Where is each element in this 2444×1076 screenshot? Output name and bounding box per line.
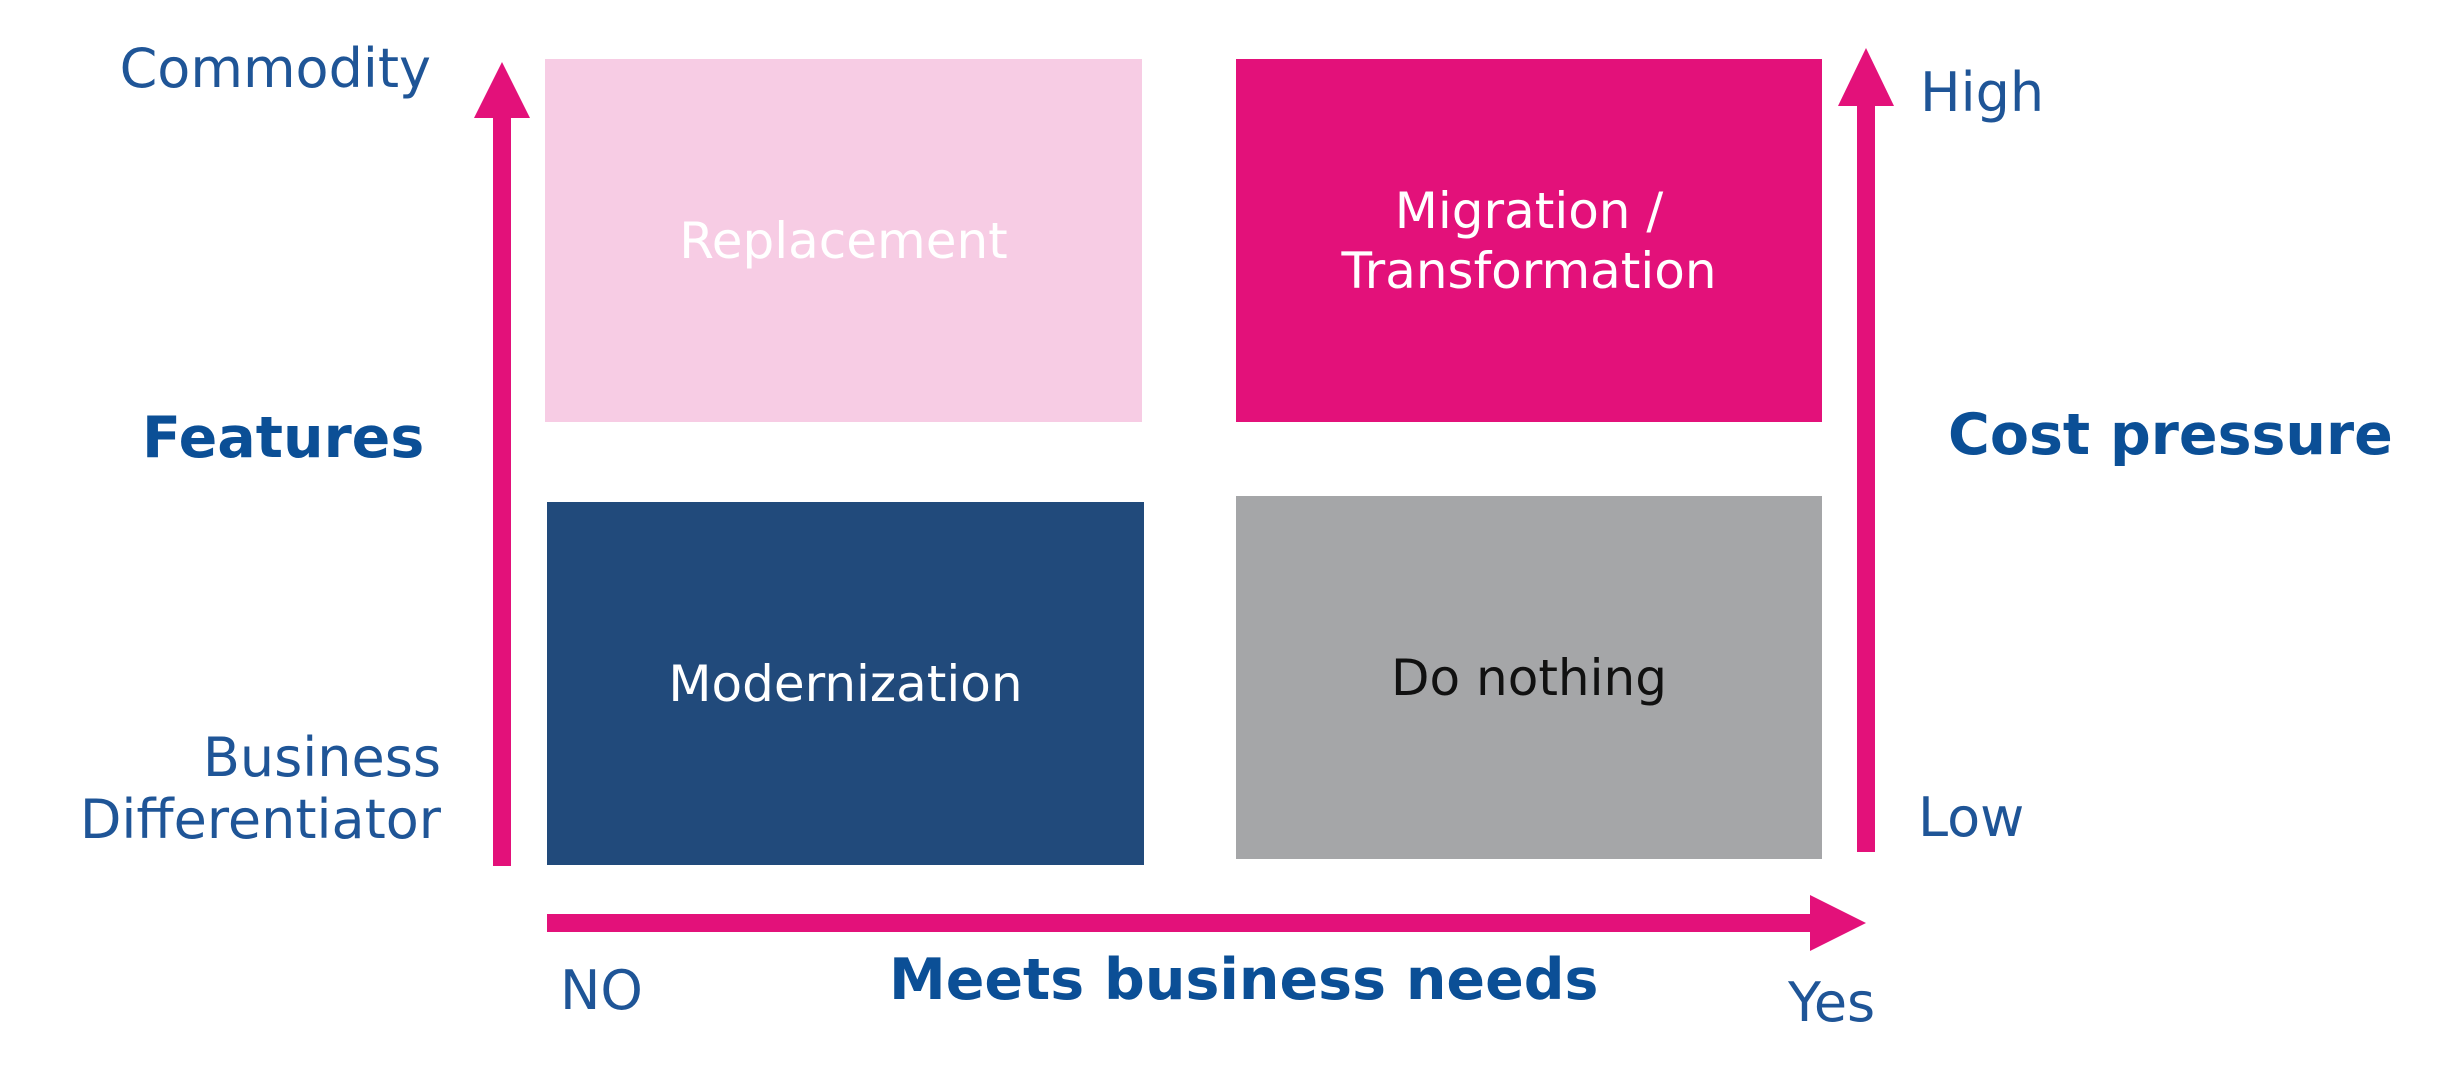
bottom-axis-title: Meets business needs [889, 947, 1599, 1013]
right-axis-title: Cost pressure [1948, 402, 2393, 468]
quadrant-migration-transformation: Migration / Transformation [1236, 59, 1822, 422]
right-vertical-arrow [1838, 48, 1894, 852]
left-axis-top-label: Commodity [119, 37, 431, 100]
horizontal-arrow [547, 895, 1866, 951]
quadrant-do-nothing-label: Do nothing [1391, 648, 1667, 707]
right-axis-bottom-label: Low [1918, 786, 2025, 849]
left-axis-bottom-label: Business Differentiator [79, 726, 441, 852]
quadrant-do-nothing: Do nothing [1236, 496, 1822, 859]
quadrant-migration-label: Migration / Transformation [1341, 181, 1717, 300]
left-vertical-arrow [474, 62, 530, 866]
left-axis-title: Features [142, 405, 425, 471]
quadrant-replacement-label: Replacement [679, 211, 1008, 270]
bottom-axis-left-label: NO [560, 959, 643, 1022]
quadrant-replacement: Replacement [545, 59, 1142, 422]
quadrant-modernization-label: Modernization [668, 654, 1023, 713]
right-axis-top-label: High [1920, 61, 2045, 124]
quadrant-modernization: Modernization [547, 502, 1144, 865]
bottom-axis-right-label: Yes [1788, 971, 1876, 1034]
